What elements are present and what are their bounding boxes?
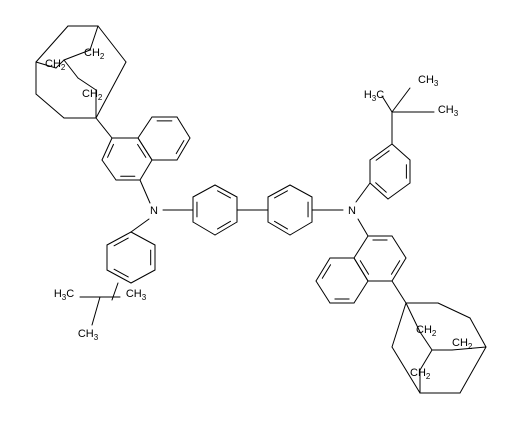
naphthalene-upper-ring-a-bond: [101, 159, 117, 181]
naphthalene-upper-ring-b-bond: [137, 137, 153, 161]
biphenyl-ring-left-bond: [192, 221, 216, 236]
adamantane-lower-bond: [391, 302, 407, 348]
tbutylphenyl-ring-right-bond: [387, 182, 411, 200]
naphthalene-upper-ring-a-bond: [139, 159, 153, 181]
naphthalene-upper-ring-b-bond: [176, 137, 191, 161]
bond-lines: [35, 25, 487, 394]
naphthalene-upper-ring-b-bond: [137, 116, 153, 139]
adamantane-upper-bond: [55, 59, 65, 69]
tbutylphenyl-ring-right-bond: [369, 143, 393, 161]
ch2-label-lower-top: CH2: [416, 324, 437, 338]
adamantane-upper-bond: [35, 61, 57, 69]
adamantane-lower-bond: [451, 346, 487, 351]
ch2-label-lower-mid: CH2: [452, 337, 473, 351]
biphenyl-ring-right-bond: [267, 221, 291, 236]
adamantyl-attach-upper: [95, 117, 113, 139]
ch2-label-upper-lower: CH2: [82, 88, 103, 102]
naphthalene-upper-ring-a-double-bond: [107, 143, 114, 158]
methyl-label-bl-bottom: CH3: [78, 328, 99, 342]
ch2-label-upper-right: CH2: [84, 47, 105, 61]
methyl-label-tr-left: H3C: [364, 89, 384, 103]
adamantane-upper-bond: [97, 25, 127, 63]
naphthalene-upper-ring-a-double-bond: [137, 143, 147, 158]
tbutylphenyl-ring-left-bond: [130, 269, 156, 284]
adamantane-lower-bond: [437, 302, 471, 319]
biphenyl-ring-left-double-bond: [217, 190, 232, 199]
naphthalene-upper-ring-b-double-bond: [175, 140, 185, 155]
methyl-label-tr-top: CH3: [418, 74, 439, 88]
methyl-label-bl-right: CH3: [126, 288, 147, 302]
methyl-bond-tr-top: [391, 87, 411, 113]
tbutylphenyl-ring-left-double-bond: [113, 237, 129, 247]
ch2-label-upper-left: CH2: [45, 58, 66, 72]
methyl-label-bl-left: H3C: [54, 288, 74, 302]
naphthalene-lower-ring-a-bond: [353, 235, 369, 259]
adamantane-upper-bond: [63, 59, 79, 79]
adamantane-upper-bond: [95, 61, 127, 119]
methyl-bond-bl-bottom: [91, 296, 101, 326]
biphenyl-ring-left-bond: [214, 221, 238, 236]
biphenyl-ring-right-bond: [267, 184, 291, 198]
adamantane-upper-bond: [77, 77, 97, 91]
nitrogen-atom-left: N: [150, 205, 158, 217]
naphthalene-lower-ring-a-bond: [391, 235, 407, 259]
methyl-label-tr-right: CH3: [438, 104, 459, 118]
naphthalene-lower-ring-b-bond: [353, 280, 369, 304]
naphthalene-upper-ring-b-bond: [176, 116, 191, 139]
adamantane-upper-bond: [89, 25, 99, 51]
naphthalene-lower-ring-a-bond: [391, 257, 407, 282]
naphthalene-lower-ring-b-bond: [353, 257, 369, 282]
tbutylphenyl-ring-left-double-bond: [113, 268, 129, 278]
biphenyl-ring-right-double-bond: [273, 190, 288, 199]
naphthalene-lower-ring-b-bond: [315, 280, 331, 304]
n-naphthyl-bond-left: [139, 179, 151, 204]
nitrogen-atom-right: N: [348, 205, 356, 217]
biphenyl-ring-right-bond: [289, 221, 313, 236]
tbutylphenyl-ring-left-bond: [106, 269, 132, 284]
adamantane-lower-bond: [391, 346, 421, 394]
tbutylphenyl-ring-right-double-bond: [375, 150, 390, 161]
adamantane-lower-bond: [459, 346, 487, 394]
adamantyl-attach-lower: [391, 280, 407, 304]
tbutylphenyl-ring-left-bond: [106, 231, 132, 246]
adamantane-upper-bond: [63, 49, 91, 61]
biphenyl-ring-left-bond: [214, 184, 238, 198]
naphthalene-lower-ring-a-double-bond: [359, 260, 370, 275]
tbutylphenyl-ring-right-bond: [391, 143, 411, 161]
biphenyl-ring-right-bond: [289, 184, 313, 198]
naphthalene-lower-ring-b-double-bond: [321, 264, 332, 279]
n-tbutylphenyl-bond-right: [355, 182, 371, 203]
ch2-label-lower-right: CH2: [410, 367, 431, 381]
methyl-bond-tr-left: [381, 95, 393, 113]
adamantane-upper-bond: [35, 25, 69, 63]
tbutylphenyl-ring-right-double-bond: [375, 182, 387, 193]
naphthalene-upper-ring-a-bond: [101, 137, 113, 161]
n-naphthyl-bond-right: [357, 218, 369, 237]
adamantane-upper-bond: [35, 93, 65, 119]
adamantane-lower-bond: [419, 349, 433, 371]
naphthalene-lower-ring-a-double-bond: [390, 260, 401, 275]
tbutylphenyl-ring-left-bond: [130, 231, 156, 246]
n-tbutylphenyl-bond-left: [130, 218, 150, 233]
adamantane-lower-bond: [405, 302, 421, 333]
biphenyl-ring-left-bond: [192, 184, 216, 198]
naphthalene-lower-ring-b-bond: [315, 257, 331, 282]
biphenyl-ring-right-double-bond: [273, 220, 288, 230]
adamantane-lower-bond: [469, 317, 487, 348]
tbutylphenyl-ring-right-bond: [369, 182, 389, 200]
biphenyl-ring-left-double-bond: [217, 220, 232, 230]
adamantane-lower-bond: [419, 331, 433, 351]
